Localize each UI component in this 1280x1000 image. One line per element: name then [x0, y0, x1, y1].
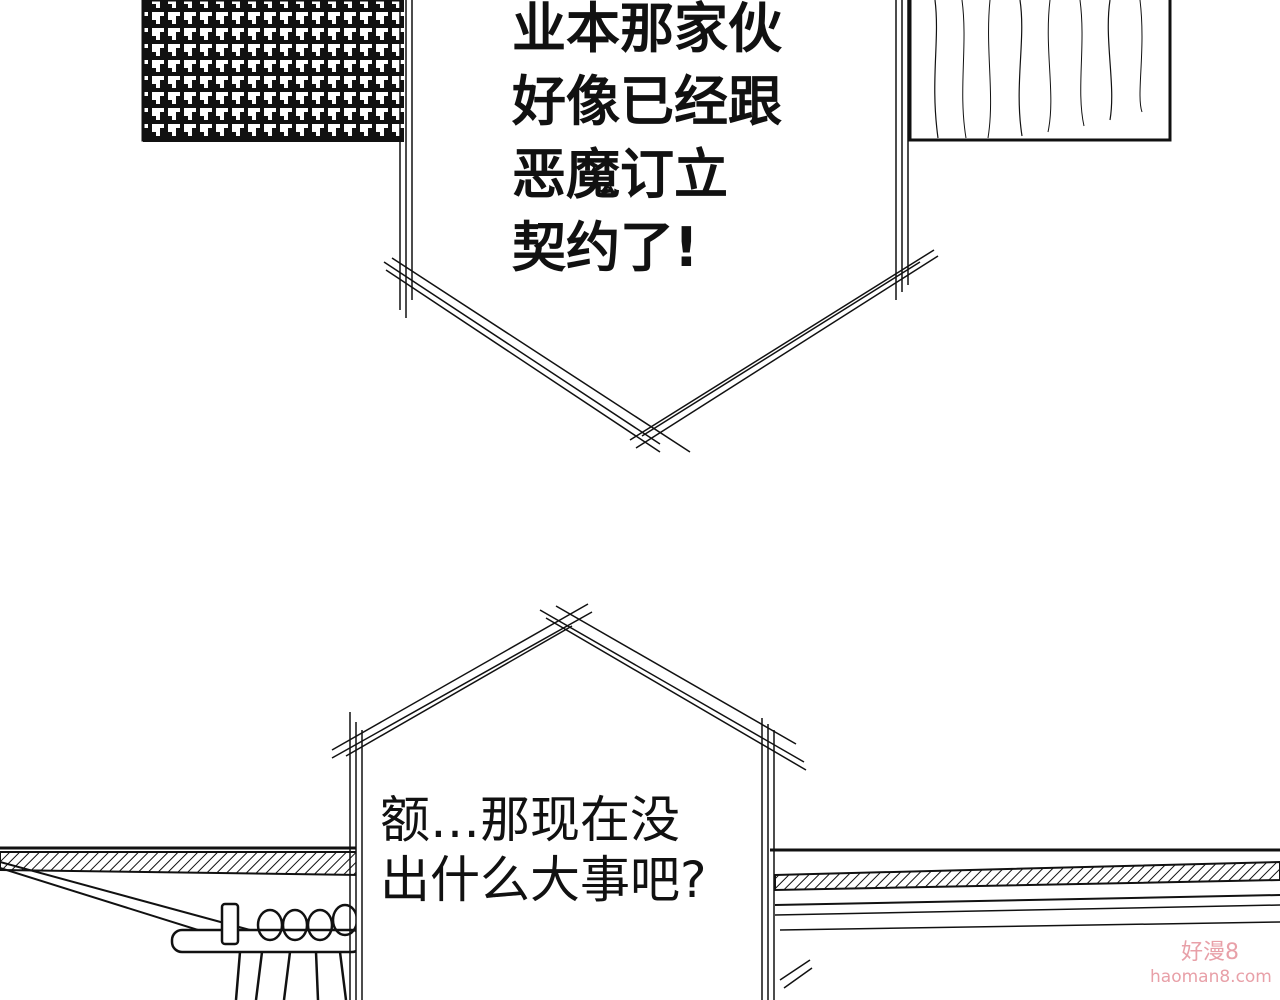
bottom-bubble-text: 额…那现在没 出什么大事吧? — [380, 790, 707, 910]
bottom-bubble-line: 出什么大事吧? — [380, 851, 707, 909]
top-bubble-line: 恶魔订立 — [512, 143, 728, 206]
watermark-url: haoman8.com — [1150, 967, 1272, 987]
bottom-bubble-line: 额…那现在没 — [380, 791, 680, 849]
striped-curtain — [908, 0, 1172, 142]
top-speech-bubble — [383, 0, 939, 453]
top-bubble-line: 好像已经跟 — [512, 70, 782, 133]
curtain-rod — [170, 902, 364, 1000]
top-bubble-line: 业本那家伙 — [512, 0, 782, 60]
site-watermark: 好漫8 haoman8.com — [1150, 940, 1272, 988]
bottom-speech-bubble — [331, 603, 813, 1000]
top-bubble-line: 契约了! — [512, 216, 699, 279]
checkered-fabric — [141, 0, 409, 142]
top-bubble-text: 业本那家伙 好像已经跟 恶魔订立 契约了! — [512, 0, 782, 284]
mattress — [0, 846, 1280, 941]
watermark-name: 好漫8 — [1181, 940, 1239, 965]
